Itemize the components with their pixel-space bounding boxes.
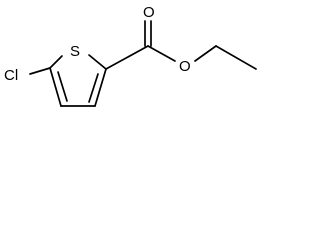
ester-oxygen-label: O [179,58,191,75]
canvas-background [0,0,260,122]
bond-c4-c5 [49,67,62,107]
ethyl-chain [194,45,257,70]
sulfur-label: S [70,43,80,60]
bond-c5-s [49,55,63,69]
bond-ch2-ch3 [215,45,257,70]
bond-c5-cl [29,67,51,75]
bond-c2-c3-inner [88,73,99,103]
thiophene-ring [49,54,107,107]
bond-carbonyl-ester-o [147,45,176,62]
bond-c4-c5-inner [57,71,68,102]
ester-group [105,20,176,70]
bond-s-c2 [88,54,107,70]
chlorine-label: Cl [4,67,18,84]
bond-c2-carbonyl [105,45,149,70]
bond-c2-c3 [94,68,107,107]
structural-formula: Cl S O O [0,0,260,122]
bond-o-ch2 [194,45,217,62]
carbonyl-oxygen-label: O [143,4,155,21]
